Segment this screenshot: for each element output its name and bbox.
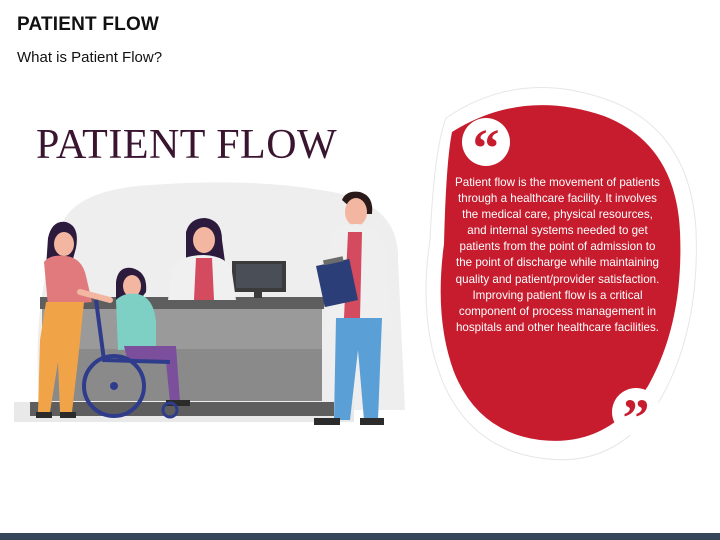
quote-blob: “ ” [425,87,697,461]
illustration-heading: PATIENT FLOW [36,122,338,168]
open-quote-icon: “ [473,118,500,178]
close-quote-circle [612,388,660,436]
quote-text: Patient flow is the movement of patients… [455,176,660,334]
computer-monitor [232,261,286,298]
slide-subtitle: What is Patient Flow? [17,49,163,66]
open-quote-circle [462,118,510,166]
bottom-bar [0,533,720,540]
slide-title: PATIENT FLOW [17,14,160,35]
doctor-figure [314,191,392,425]
woman-standing-figure [36,221,113,418]
wheelchair-wheel [82,354,146,418]
close-quote-icon: ” [623,388,650,448]
receptionist-figure [168,218,236,300]
reception-desk [30,297,334,416]
wheelchair-patient [82,267,190,419]
